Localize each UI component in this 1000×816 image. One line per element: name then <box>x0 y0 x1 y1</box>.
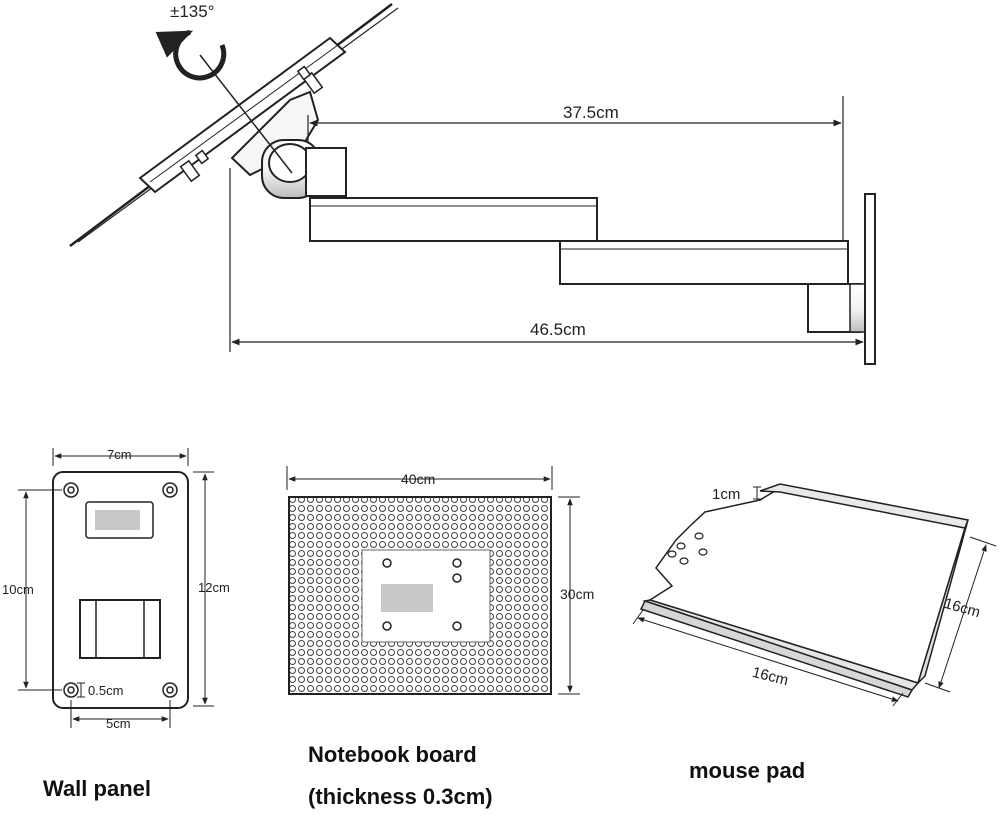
pad-hole-icon <box>698 548 708 556</box>
upper-arm <box>309 197 598 242</box>
hole-spacing-label: 5cm <box>106 716 131 731</box>
screw-hole-icon <box>452 558 462 568</box>
notebook-board-width-label: 40cm <box>401 471 435 487</box>
wall-panel-width-label: 7cm <box>107 447 132 462</box>
notebook-board-caption: Notebook board <box>308 742 477 767</box>
notebook-board-caption-note: (thickness 0.3cm) <box>308 784 493 809</box>
screw-hole-icon <box>382 621 392 631</box>
arm-dimensions <box>229 96 864 352</box>
wall-panel <box>52 471 189 709</box>
pad-hole-icon <box>679 557 689 565</box>
pad-hole-icon <box>694 532 704 540</box>
bolt-icon <box>179 65 324 183</box>
hinge-block <box>79 599 161 659</box>
notebook-board-dimensions <box>286 466 580 695</box>
mouse-pad-width-label: 16cm <box>750 664 790 689</box>
wall-panel-dimensions <box>18 448 214 728</box>
pad-hole-icon <box>667 550 677 558</box>
notebook-board <box>288 496 552 695</box>
mouse-pad <box>639 483 970 698</box>
pad-hole-icon <box>676 542 686 550</box>
wall-panel-caption: Wall panel <box>43 776 151 801</box>
rotation-indicator: ±135° <box>155 2 293 174</box>
notebook-board-depth-label: 30cm <box>560 586 594 602</box>
tray-plate <box>69 3 399 247</box>
wall-plate-side <box>864 193 876 365</box>
mouse-pad-lip-label: 1cm <box>712 486 740 503</box>
screw-hole-icon <box>452 621 462 631</box>
wall-panel-height-inner-label: 10cm <box>2 582 34 597</box>
mouse-pad-dimensions <box>632 486 997 707</box>
hole-diameter-label: 0.5cm <box>88 683 123 698</box>
reach-inner-label: 37.5cm <box>563 103 619 122</box>
mouse-pad-caption: mouse pad <box>689 758 805 783</box>
rotation-label: ±135° <box>170 2 215 21</box>
wall-panel-height-outer-label: 12cm <box>198 580 230 595</box>
screw-hole-icon <box>382 558 392 568</box>
lower-arm <box>559 240 849 285</box>
post <box>305 147 347 197</box>
rotate-arrow-icon <box>155 29 227 81</box>
arm-assembly <box>69 3 876 365</box>
reach-total-label: 46.5cm <box>530 320 586 339</box>
